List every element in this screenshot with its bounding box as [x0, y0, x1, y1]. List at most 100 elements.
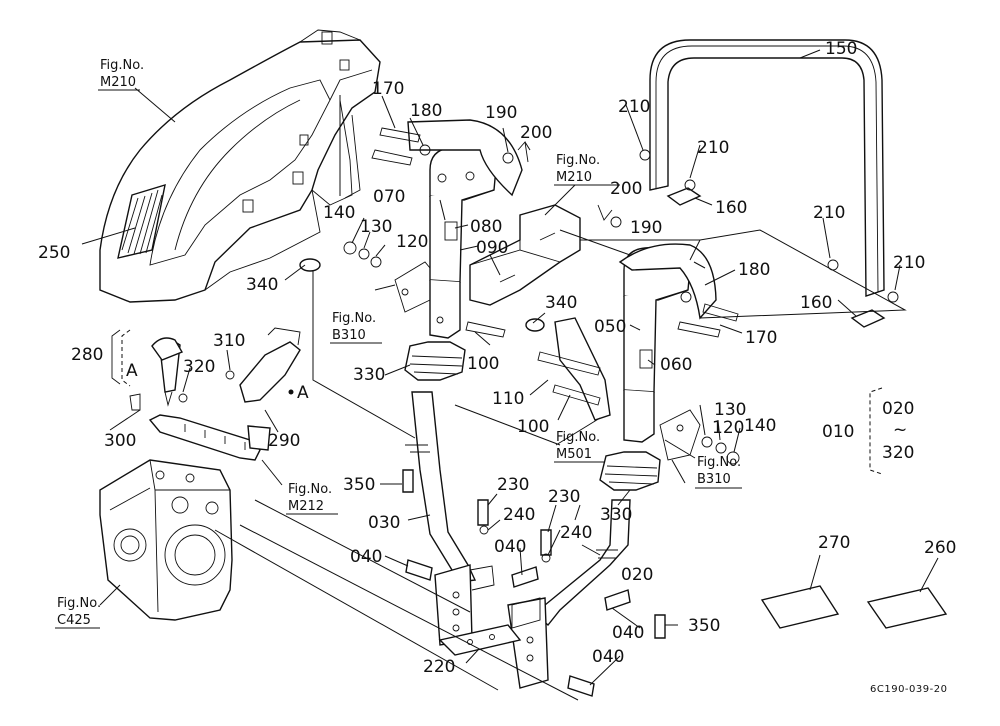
fig-ref-b310-left: Fig.No. B310 — [332, 311, 376, 343]
label-200: 200 — [520, 123, 552, 143]
svg-text:B310: B310 — [332, 328, 366, 343]
support-bracket — [469, 204, 581, 306]
panel-180-right — [618, 243, 717, 320]
label-040: 040 — [350, 547, 382, 567]
label-200: 200 — [610, 179, 642, 199]
shift-knob-assembly — [111, 327, 301, 461]
label-170: 170 — [745, 328, 777, 348]
label-170: 170 — [372, 79, 404, 99]
label-230: 230 — [548, 487, 580, 507]
fig-ref-c425: Fig.No. C425 — [57, 596, 101, 628]
boot-330-right — [599, 451, 661, 491]
svg-text:M501: M501 — [556, 447, 592, 462]
label-070: 070 — [373, 187, 405, 207]
figure-code: 6C190-039-20 — [870, 684, 947, 695]
label-130: 130 — [714, 400, 746, 420]
label-330: 330 — [353, 365, 385, 385]
label-100: 100 — [467, 354, 499, 374]
label-190: 190 — [630, 218, 662, 238]
label-040: 040 — [612, 623, 644, 643]
label-230: 230 — [497, 475, 529, 495]
roll-bar-150 — [649, 39, 886, 328]
label-270: 270 — [818, 533, 850, 553]
svg-text:M210: M210 — [556, 170, 592, 185]
label-240: 240 — [560, 523, 592, 543]
view-bracket — [121, 329, 131, 387]
fig-ref-m210-top: Fig.No. M210 — [100, 58, 144, 90]
label-340: 340 — [246, 275, 278, 295]
label-180: 180 — [738, 260, 770, 280]
leader-lines — [55, 49, 939, 701]
label-080: 080 — [470, 217, 502, 237]
label-050: 050 — [594, 317, 626, 337]
svg-text:320: 320 — [882, 443, 914, 463]
label-300: 300 — [104, 431, 136, 451]
hatched-panel-250 — [117, 183, 166, 259]
part-labels: 150 210 210 210 210 160 160 170 170 180 … — [38, 39, 956, 677]
svg-text:C425: C425 — [57, 613, 91, 628]
label-240: 240 — [503, 505, 535, 525]
label-210: 210 — [813, 203, 845, 223]
manual-260 — [866, 587, 948, 629]
svg-text:Fig.No.: Fig.No. — [288, 482, 332, 497]
svg-text:Fig.No.: Fig.No. — [556, 153, 600, 168]
fig-ref-m501: Fig.No. M501 — [556, 430, 600, 462]
rops-post-right — [554, 245, 701, 461]
view-marker-a-right: A — [297, 383, 309, 403]
label-340: 340 — [545, 293, 577, 313]
label-350: 350 — [343, 475, 375, 495]
label-090: 090 — [476, 238, 508, 258]
hardware — [299, 127, 899, 697]
svg-text:Fig.No.: Fig.No. — [556, 430, 600, 445]
fender-assembly — [99, 29, 381, 303]
fig-ref-m212: Fig.No. M212 — [288, 482, 332, 514]
label-190: 190 — [485, 103, 517, 123]
label-150: 150 — [825, 39, 857, 59]
lever-020 — [507, 499, 631, 689]
label-210: 210 — [893, 253, 925, 273]
label-040: 040 — [592, 647, 624, 667]
range-bracket — [869, 387, 883, 475]
svg-text:M212: M212 — [288, 499, 324, 514]
label-220: 220 — [423, 657, 455, 677]
range-note: 010 020 ~ 320 — [822, 399, 914, 463]
label-160: 160 — [800, 293, 832, 313]
svg-text:~: ~ — [893, 420, 907, 440]
label-330: 330 — [600, 505, 632, 525]
svg-text:Fig.No.: Fig.No. — [697, 455, 741, 470]
label-100: 100 — [517, 417, 549, 437]
svg-text:Fig.No.: Fig.No. — [100, 58, 144, 73]
label-060: 060 — [660, 355, 692, 375]
svg-text:B310: B310 — [697, 472, 731, 487]
label-180: 180 — [410, 101, 442, 121]
label-350: 350 — [688, 616, 720, 636]
label-320: 320 — [183, 357, 215, 377]
label-280: 280 — [71, 345, 103, 365]
manual-270 — [760, 585, 840, 629]
label-020: 020 — [621, 565, 653, 585]
rops-post-left — [394, 145, 497, 339]
boot-330-left — [404, 341, 466, 381]
label-110: 110 — [492, 389, 524, 409]
label-140: 140 — [323, 203, 355, 223]
lever-030 — [405, 391, 495, 646]
label-130: 130 — [360, 217, 392, 237]
label-310: 310 — [213, 331, 245, 351]
label-160: 160 — [715, 198, 747, 218]
svg-text:010: 010 — [822, 422, 854, 442]
label-260: 260 — [924, 538, 956, 558]
fig-ref-b310-right: Fig.No. B310 — [697, 455, 741, 487]
svg-text:Fig.No.: Fig.No. — [332, 311, 376, 326]
svg-text:Fig.No.: Fig.No. — [57, 596, 101, 611]
svg-text:020: 020 — [882, 399, 914, 419]
label-030: 030 — [368, 513, 400, 533]
label-040: 040 — [494, 537, 526, 557]
svg-text:M210: M210 — [100, 75, 136, 90]
label-120: 120 — [396, 232, 428, 252]
plate-220 — [438, 624, 522, 656]
label-140: 140 — [744, 416, 776, 436]
fig-ref-m210-mid: Fig.No. M210 — [556, 153, 600, 185]
label-210: 210 — [618, 97, 650, 117]
transmission-case — [99, 459, 233, 621]
